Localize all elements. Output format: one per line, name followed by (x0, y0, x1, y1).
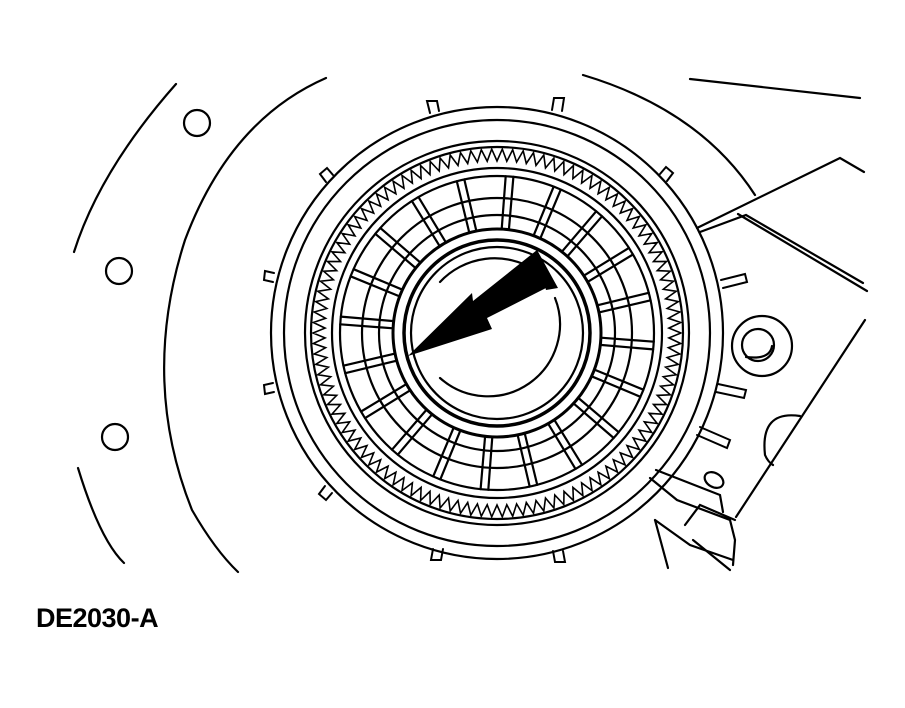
housing-inner-arc (163, 76, 328, 574)
figure-caption: DE2030-A (36, 603, 159, 633)
case-rib-3 (698, 213, 865, 285)
case-rib-2 (736, 212, 869, 293)
ring-tabs (262, 97, 749, 563)
boss-arc (763, 414, 802, 467)
case-edge-top (688, 77, 862, 100)
stud-outer (730, 314, 794, 378)
spokes (339, 175, 655, 491)
snap-ring-arc-2 (438, 296, 562, 398)
spoke-ring-mid (360, 196, 634, 470)
case-rib (695, 156, 866, 230)
housing-outer-arc-lower (76, 466, 126, 565)
outer-ring (269, 105, 725, 561)
bracket-hole (703, 471, 725, 489)
bracket-leg-2 (691, 538, 732, 572)
callout-arrow-icon (408, 250, 546, 356)
spoke-ring-inner (377, 213, 617, 453)
clutch-teeth (310, 146, 683, 520)
bolt-hole-1 (182, 108, 212, 138)
outer-ring-inner (282, 118, 712, 548)
housing-arc-right (581, 73, 757, 197)
spoke-ring-outer (338, 174, 656, 492)
hub-outer (391, 227, 603, 439)
stud-slot (744, 344, 774, 359)
clutch-ring-mid (309, 145, 685, 521)
housing-outer-arc-upper (72, 82, 178, 254)
bolt-hole-2 (104, 256, 134, 286)
bolt-hole-3 (100, 422, 130, 452)
hub-ring (402, 238, 592, 428)
bracket (648, 468, 737, 567)
clutch-ring-outer (303, 139, 691, 527)
hub-inner (409, 245, 585, 421)
toothed-ring-inner (330, 166, 664, 500)
stud-inner (740, 327, 776, 363)
case-edge-right (734, 318, 867, 519)
bracket-leg (653, 518, 670, 570)
